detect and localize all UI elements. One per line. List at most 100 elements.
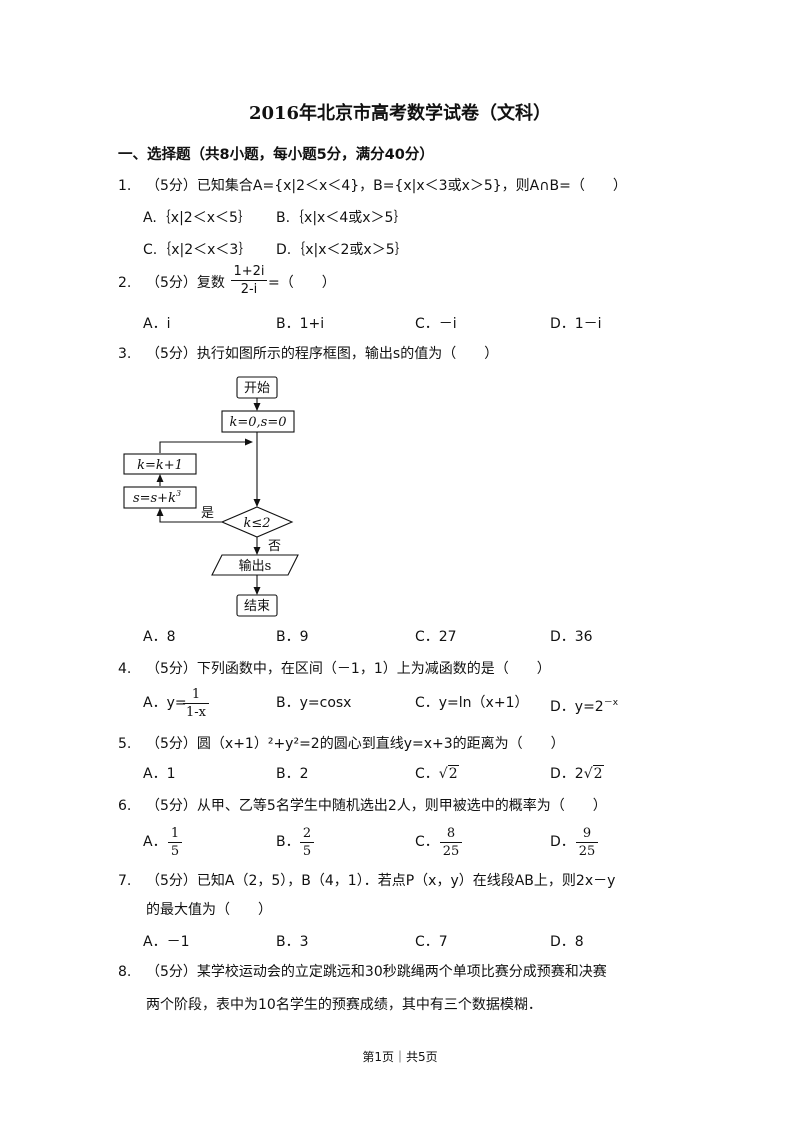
option-d-main: D．y=2 xyxy=(550,699,604,715)
option-c: C．7 xyxy=(415,934,448,950)
question-text-line-1: （5分）已知A（2，5），B（4，1）．若点P（x，y）在线段AB上，则2x－y xyxy=(146,873,616,889)
option-d: D．2√2 xyxy=(550,764,604,784)
option-b: B.｛x|x＜4或x＞5｝ xyxy=(276,210,408,226)
sqrt-radicand: 2 xyxy=(447,765,459,782)
fraction-bar xyxy=(576,842,598,843)
option-b: B．2 xyxy=(276,766,309,782)
fraction-bar xyxy=(231,280,267,281)
fraction-bar xyxy=(168,842,182,843)
flow-yes-label: 是 xyxy=(201,506,214,521)
option-c: C．y=ln（x+1） xyxy=(415,695,529,711)
fraction-numerator: 1 xyxy=(191,687,201,702)
condition-diamond xyxy=(220,506,294,538)
question-text-suffix: =（ ） xyxy=(268,275,336,291)
option-a-prefix: A． xyxy=(143,834,167,850)
flow-start-label: 开始 xyxy=(244,381,270,396)
option-d-fraction: 9 25 xyxy=(576,826,598,859)
end-box xyxy=(236,594,278,617)
fraction-denominator: 25 xyxy=(442,844,460,859)
flow-no-label: 否 xyxy=(268,539,281,554)
option-a: A．1 xyxy=(143,766,176,782)
question-text: （5分）从甲、乙等5名学生中随机选出2人，则甲被选中的概率为（ ） xyxy=(146,798,607,814)
sqrt-sign: √ xyxy=(583,766,593,782)
question-text: （5分）下列函数中，在区间（－1，1）上为减函数的是（ ） xyxy=(146,661,551,677)
flow-s-label: s=s+k3 xyxy=(133,489,181,506)
k-update-box xyxy=(123,453,197,475)
fraction-denominator: 5 xyxy=(170,844,180,859)
fraction-denominator: 5 xyxy=(302,844,312,859)
question-number: 7. xyxy=(118,873,132,889)
fraction-bar xyxy=(440,842,462,843)
question-number: 4. xyxy=(118,661,132,677)
option-b: B．3 xyxy=(276,934,309,950)
option-c: C．√2 xyxy=(415,764,459,784)
page-title: 2016年北京市高考数学试卷（文科） xyxy=(248,103,552,124)
flow-init-label: k=0,s=0 xyxy=(229,415,286,430)
page-footer: 第1页｜共5页 xyxy=(362,1050,438,1064)
flow-s-exponent: 3 xyxy=(176,489,181,498)
flow-s-main: s=s+k xyxy=(133,491,176,506)
option-a-prefix: A．y= xyxy=(143,695,187,711)
question-text-prefix: （5分）复数 xyxy=(146,275,225,291)
question-text-line-2: 两个阶段，表中为10名学生的预赛成绩，其中有三个数据模糊． xyxy=(146,997,542,1013)
option-a-fraction: 1 1-x xyxy=(183,687,209,720)
fraction-denominator: 1-x xyxy=(186,705,206,720)
question-text-line-2: 的最大值为（ ） xyxy=(146,902,272,918)
option-d-prefix: D． xyxy=(550,834,575,850)
fraction-bar xyxy=(300,842,314,843)
fraction-numerator: 9 xyxy=(582,826,592,841)
question-text: （5分）圆（x+1）²+y²=2的圆心到直线y=x+3的距离为（ ） xyxy=(146,736,565,752)
fraction-numerator: 8 xyxy=(446,826,456,841)
init-box xyxy=(221,410,295,433)
flow-cond-label: k≤2 xyxy=(243,516,270,531)
question-number: 8. xyxy=(118,964,132,980)
option-d: D．8 xyxy=(550,934,584,950)
option-c-prefix: C． xyxy=(415,766,439,782)
question-number: 1. xyxy=(118,178,132,194)
option-a: A.｛x|2＜x＜5｝ xyxy=(143,210,252,226)
option-b: B．9 xyxy=(276,629,309,645)
option-c: C．27 xyxy=(415,629,457,645)
start-box xyxy=(236,376,278,399)
fraction-bar xyxy=(183,703,209,704)
question-number: 3. xyxy=(118,346,132,362)
flow-end-label: 结束 xyxy=(244,599,270,614)
output-box xyxy=(211,554,299,576)
option-a: A．－1 xyxy=(143,934,190,950)
flow-output-label: 输出s xyxy=(239,558,272,574)
option-d: D.｛x|x＜2或x＞5｝ xyxy=(276,242,409,258)
complex-fraction: 1+2i 2-i xyxy=(231,264,267,297)
s-update-box xyxy=(123,486,197,509)
option-a-fraction: 1 5 xyxy=(168,826,182,859)
option-c-prefix: C． xyxy=(415,834,439,850)
question-number: 5. xyxy=(118,736,132,752)
option-d-exponent: －x xyxy=(603,698,619,708)
question-number: 6. xyxy=(118,798,132,814)
section-heading: 一、选择题（共8小题，每小题5分，满分40分） xyxy=(118,147,434,163)
flow-k-label: k=k+1 xyxy=(137,458,183,473)
option-d: D．y=2－x xyxy=(550,693,618,717)
question-text: （5分）已知集合A={x|2＜x＜4}，B={x|x＜3或x＞5}，则A∩B=（… xyxy=(146,178,627,194)
fraction-denominator: 25 xyxy=(578,844,596,859)
sqrt-radicand: 2 xyxy=(592,765,604,782)
option-b-fraction: 2 5 xyxy=(300,826,314,859)
option-c: C.｛x|2＜x＜3｝ xyxy=(143,242,253,258)
fraction-denominator: 2-i xyxy=(240,282,258,297)
option-d: D．36 xyxy=(550,629,593,645)
question-number: 2. xyxy=(118,275,132,291)
question-text: （5分）执行如图所示的程序框图，输出s的值为（ ） xyxy=(146,346,499,362)
option-a: A．i xyxy=(143,316,171,332)
option-d: D．1－i xyxy=(550,316,602,332)
question-text-line-1: （5分）某学校运动会的立定跳远和30秒跳绳两个单项比赛分成预赛和决赛 xyxy=(146,964,607,980)
option-b-prefix: B． xyxy=(276,834,300,850)
option-c: C．－i xyxy=(415,316,457,332)
option-c-fraction: 8 25 xyxy=(440,826,462,859)
option-b: B．y=cosx xyxy=(276,695,352,711)
fraction-numerator: 1+2i xyxy=(233,264,265,279)
sqrt-sign: √ xyxy=(438,766,448,782)
fraction-numerator: 1 xyxy=(170,826,180,841)
fraction-numerator: 2 xyxy=(302,826,312,841)
option-a: A．8 xyxy=(143,629,176,645)
option-d-prefix: D．2 xyxy=(550,766,584,782)
option-b: B．1+i xyxy=(276,316,325,332)
